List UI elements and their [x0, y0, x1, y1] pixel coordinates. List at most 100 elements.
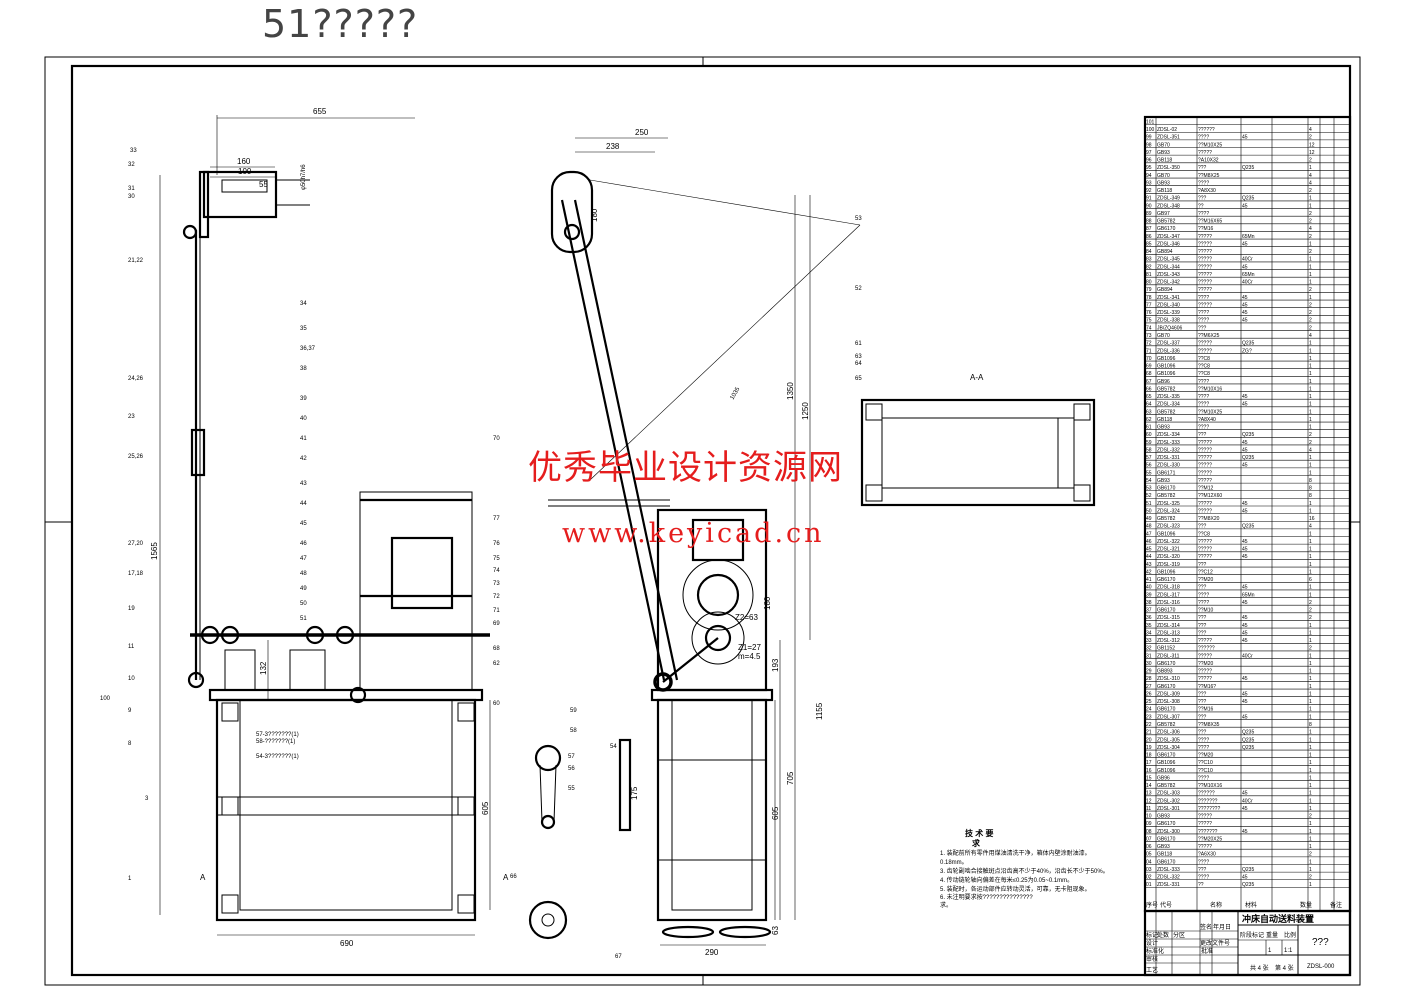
parts-cell: 98 — [1146, 142, 1152, 148]
svg-text:238: 238 — [606, 142, 620, 151]
parts-cell: 76 — [1146, 310, 1152, 316]
parts-cell: 82 — [1146, 264, 1152, 270]
parts-cell: 1 — [1309, 798, 1312, 804]
parts-cell: 65Mn — [1242, 592, 1255, 598]
technical-requirements: 技 术 要 求 1. 装配前所有零件用煤油清洗干净，箱体内壁涂耐油漆。 0.18… — [940, 828, 1109, 909]
parts-cell: 12 — [1146, 798, 1152, 804]
part-callout-label: 74 — [493, 568, 500, 574]
parts-cell: ZDSL-348 — [1157, 203, 1180, 209]
parts-cell: 1 — [1309, 348, 1312, 354]
parts-cell: 45 — [1242, 440, 1248, 446]
svg-text:180: 180 — [763, 596, 772, 610]
parts-cell: GB6170 — [1157, 608, 1176, 614]
parts-cell: 03 — [1146, 867, 1152, 873]
part-callout-label: 33 — [130, 148, 137, 154]
svg-text:求: 求 — [972, 838, 981, 848]
parts-cell: 1 — [1309, 867, 1312, 873]
parts-cell: 40Cr — [1242, 798, 1253, 804]
parts-cell: ZDSL-319 — [1157, 562, 1180, 568]
parts-cell: GB5782 — [1157, 386, 1176, 392]
parts-cell: ZDSL-346 — [1157, 241, 1180, 247]
parts-cell: 45 — [1242, 463, 1248, 469]
parts-cell: 1 — [1309, 241, 1312, 247]
parts-cell: ZDSL-333 — [1157, 440, 1180, 446]
parts-cell: 1 — [1309, 272, 1312, 278]
drawing-number: ZDSL-000 — [1307, 964, 1335, 970]
parts-cell: 2 — [1309, 188, 1312, 194]
parts-cell: ZDSL-330 — [1157, 463, 1180, 469]
svg-text:标记: 标记 — [1146, 931, 1158, 939]
parts-cell: ???? — [1198, 394, 1209, 400]
parts-cell: GB1096 — [1157, 364, 1176, 370]
parts-cell: 6 — [1309, 577, 1312, 583]
parts-cell: ??M8X25 — [1198, 173, 1220, 179]
parts-cell: ??C12 — [1198, 569, 1213, 575]
part-callout-label: 48 — [300, 571, 307, 577]
parts-cell: 4 — [1309, 447, 1312, 453]
parts-cell: ZDSL-305 — [1157, 737, 1180, 743]
parts-cell: GB6170 — [1157, 486, 1176, 492]
parts-cell: ZDSL-323 — [1157, 524, 1180, 530]
parts-cell: 45 — [1242, 875, 1248, 881]
svg-text:57-3???????(1): 57-3???????(1) — [256, 732, 299, 738]
parts-cell: 35 — [1146, 623, 1152, 629]
parts-cell: 1 — [1309, 859, 1312, 865]
part-callout-label: 32 — [128, 162, 135, 168]
part-callout-label: 50 — [300, 601, 307, 607]
parts-cell: GB118 — [1157, 158, 1172, 164]
part-callout-label: 54 — [610, 744, 617, 750]
parts-cell: ??C10 — [1198, 760, 1213, 766]
svg-text:1035: 1035 — [730, 386, 742, 401]
parts-cell: 45 — [1242, 302, 1248, 308]
parts-cell: Q235 — [1242, 737, 1254, 743]
part-callout-label: 52 — [855, 286, 862, 292]
parts-cell: 45 — [1242, 539, 1248, 545]
parts-cell: 2 — [1309, 211, 1312, 217]
parts-cell: 12 — [1309, 142, 1315, 148]
svg-text:A-A: A-A — [970, 373, 984, 382]
parts-cell: 49 — [1146, 516, 1152, 522]
parts-cell: ??? — [1198, 615, 1207, 621]
parts-cell: GB118 — [1157, 417, 1172, 423]
parts-cell: 2 — [1309, 814, 1312, 820]
parts-cell: ???? — [1198, 211, 1209, 217]
parts-cell: 05 — [1146, 852, 1152, 858]
parts-cell: GB93 — [1157, 844, 1170, 850]
parts-cell: 1 — [1309, 676, 1312, 682]
parts-cell: GB1096 — [1157, 531, 1176, 537]
parts-cell: 1 — [1309, 882, 1312, 888]
parts-cell: ZG? — [1242, 348, 1252, 354]
middle-view — [528, 137, 861, 946]
parts-cell: ??M20 — [1198, 661, 1214, 667]
part-callouts: 3332313021,2224,262325,2627,2017,1819111… — [100, 148, 862, 960]
parts-cell: ???? — [1198, 859, 1209, 865]
parts-cell: Q235 — [1242, 745, 1254, 751]
parts-cell: ??? — [1198, 196, 1207, 202]
parts-cell: 45 — [1242, 310, 1248, 316]
parts-cell: ????? — [1198, 539, 1212, 545]
parts-cell: ??? — [1198, 165, 1207, 171]
part-callout-label: 66 — [510, 874, 517, 880]
parts-cell: 63 — [1146, 409, 1152, 415]
parts-cell: 45 — [1242, 447, 1248, 453]
svg-text:签名: 签名 — [1200, 923, 1212, 931]
parts-cell: ??M16X65 — [1198, 219, 1222, 225]
parts-cell: 1 — [1309, 364, 1312, 370]
left-view — [159, 115, 491, 936]
svg-text:3. 齿轮副啮合接触斑点沿齿高不少于40%，沿齿长不少于50: 3. 齿轮副啮合接触斑点沿齿高不少于40%，沿齿长不少于50%。 — [940, 867, 1109, 875]
parts-cell: GB6170 — [1157, 226, 1176, 232]
parts-cell: 1 — [1309, 821, 1312, 827]
parts-cell: ZDSL-351 — [1157, 135, 1180, 141]
part-callout-label: 36,37 — [300, 346, 316, 352]
parts-cell: 1 — [1309, 691, 1312, 697]
parts-cell: 1 — [1309, 768, 1312, 774]
parts-cell: ??M12X60 — [1198, 493, 1222, 499]
parts-cell: GB118 — [1157, 852, 1172, 858]
parts-cell: ?? — [1198, 203, 1204, 209]
part-callout-label: 47 — [300, 556, 307, 562]
parts-cell: ??M16? — [1198, 684, 1216, 690]
parts-cell: ????? — [1198, 455, 1212, 461]
parts-cell: ???? — [1198, 318, 1209, 324]
parts-cell: 1 — [1309, 295, 1312, 301]
parts-cell: GB93 — [1157, 180, 1170, 186]
